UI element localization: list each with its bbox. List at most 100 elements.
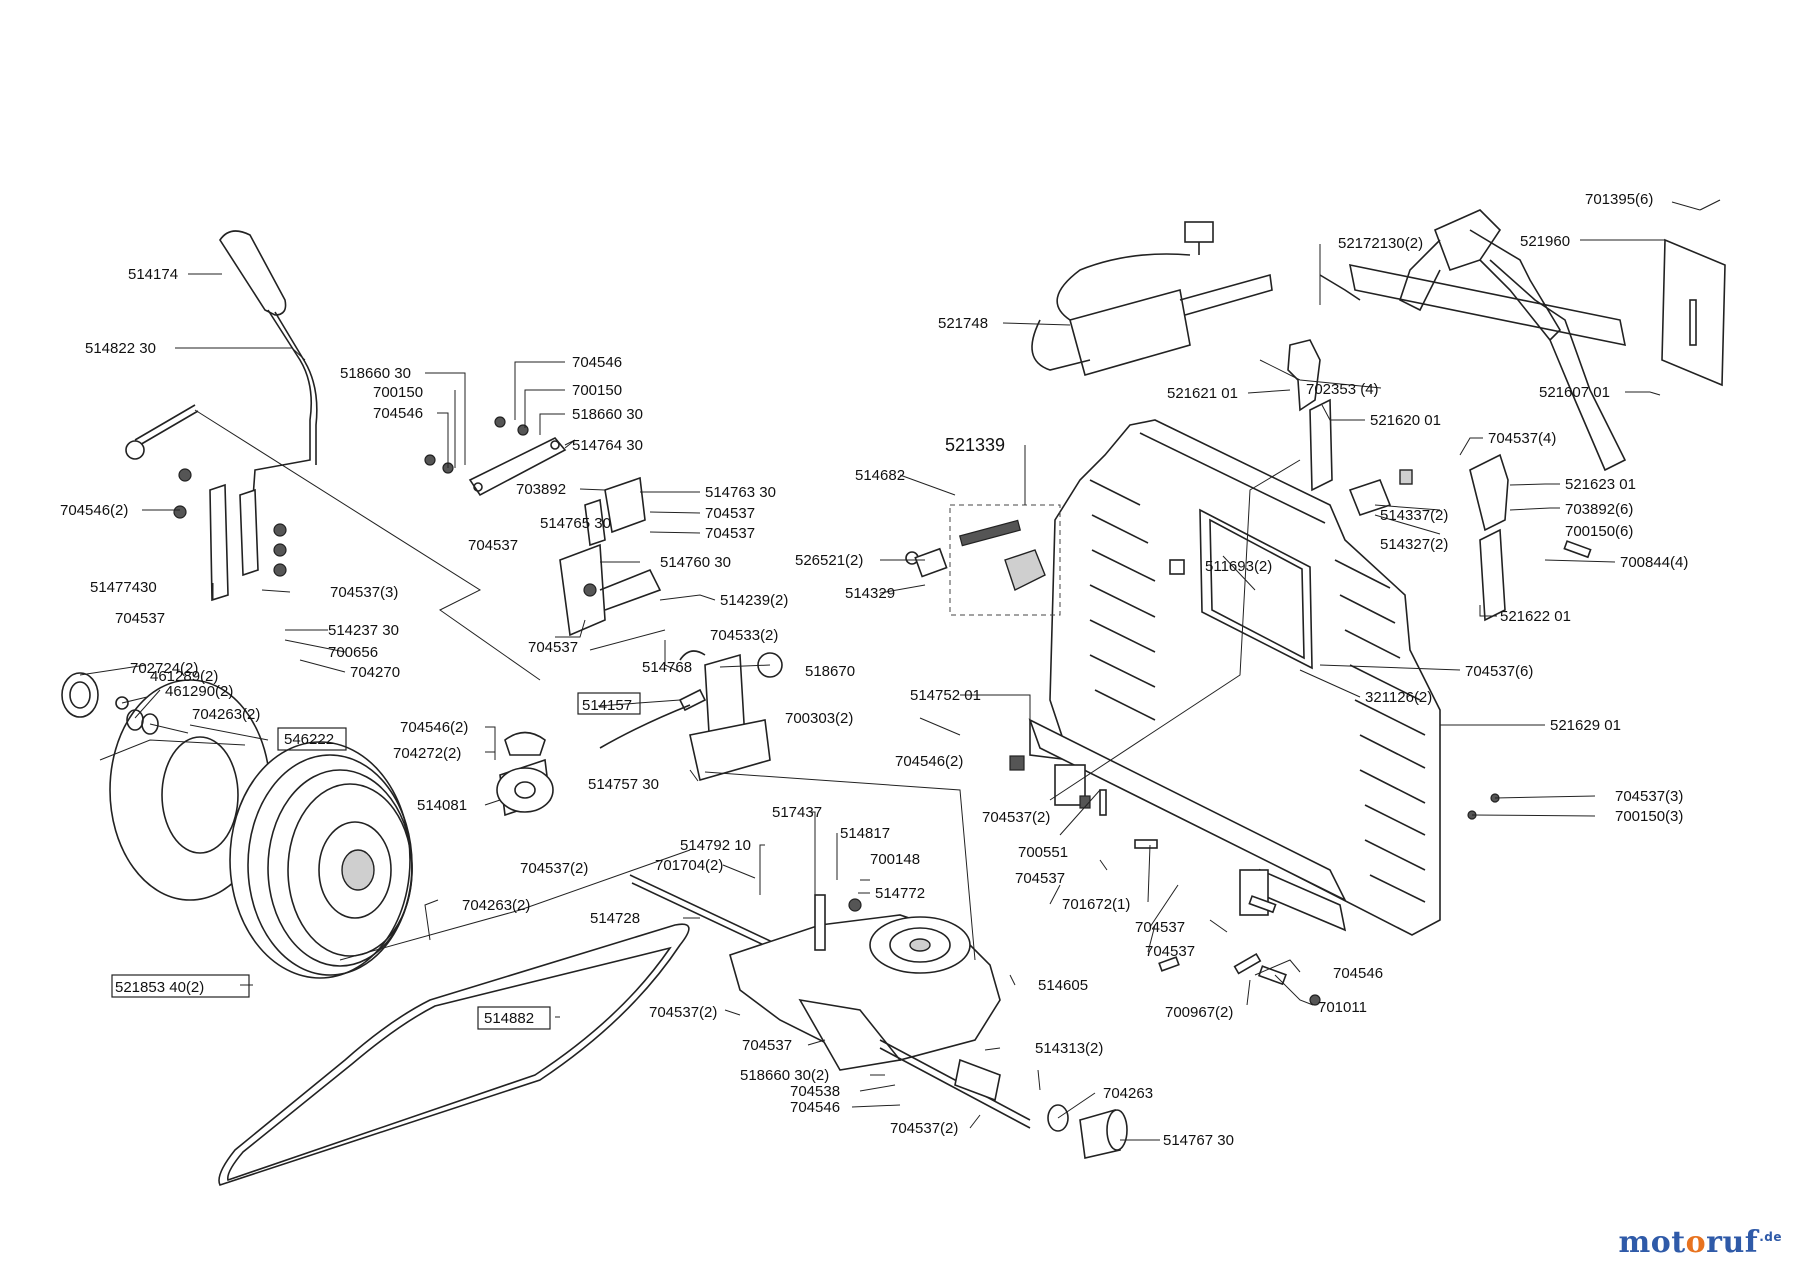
- part-label: 514763 30: [705, 484, 776, 501]
- part-label: 526521(2): [795, 552, 863, 569]
- part-label: 514237 30: [328, 622, 399, 639]
- part-label: 517437: [772, 804, 822, 821]
- part-label: 514157: [582, 697, 632, 714]
- part-label: 700150(3): [1615, 808, 1683, 825]
- side-brackets: [1287, 339, 1509, 622]
- part-label: 514882: [484, 1010, 534, 1027]
- part-label: 514728: [590, 910, 640, 927]
- part-label: 704537: [705, 505, 755, 522]
- part-label: 521748: [938, 315, 988, 332]
- part-label: 51477430: [90, 579, 157, 596]
- boxed-label-frames: [111, 692, 641, 1030]
- part-label: 704546: [572, 354, 622, 371]
- part-label: 521620 01: [1370, 412, 1441, 429]
- part-label: 704546(2): [400, 719, 468, 736]
- part-label: 514817: [840, 825, 890, 842]
- part-label: 704537(2): [982, 809, 1050, 826]
- part-label: 700150: [572, 382, 622, 399]
- part-label: 704546: [1333, 965, 1383, 982]
- bearing-bracket: [496, 731, 554, 817]
- part-label: 700551: [1018, 844, 1068, 861]
- part-label: 700844(4): [1620, 554, 1688, 571]
- part-label: 514772: [875, 885, 925, 902]
- part-label: 52172130(2): [1338, 235, 1423, 252]
- part-label: 521853 40(2): [115, 979, 204, 996]
- seat-switch: [1348, 469, 1413, 516]
- part-label: 518660 30: [340, 365, 411, 382]
- part-label: 704537: [1015, 870, 1065, 887]
- shift-lever: [173, 230, 318, 602]
- bushing: [1047, 1104, 1128, 1159]
- kit-label: 521339: [945, 435, 1005, 455]
- part-label: 704537(4): [1488, 430, 1556, 447]
- bottom-rail: [1028, 718, 1347, 932]
- part-label: 700967(2): [1165, 1004, 1233, 1021]
- spring-cable: [599, 688, 707, 749]
- motoruf-logo: motoruf.de: [1618, 1225, 1782, 1260]
- part-label: 704270: [350, 664, 400, 681]
- wheel: [229, 741, 413, 979]
- part-label: 514760 30: [660, 554, 731, 571]
- part-label: 521623 01: [1565, 476, 1636, 493]
- part-label: 704537(2): [649, 1004, 717, 1021]
- part-label: 703892: [516, 481, 566, 498]
- part-label: 514752 01: [910, 687, 981, 704]
- part-label: 521607 01: [1539, 384, 1610, 401]
- part-label: 521960: [1520, 233, 1570, 250]
- part-label: 518670: [805, 663, 855, 680]
- part-label: 514765 30: [540, 515, 611, 532]
- part-label: 704546(2): [60, 502, 128, 519]
- part-label: 461290(2): [165, 683, 233, 700]
- part-label: 700150: [373, 384, 423, 401]
- part-label: 704537: [115, 610, 165, 627]
- part-label: 702724(2): [130, 660, 198, 677]
- part-label: 700148: [870, 851, 920, 868]
- part-label: 704263: [1103, 1085, 1153, 1102]
- part-label: 704538: [790, 1083, 840, 1100]
- kit-521339-box: [905, 504, 1061, 616]
- part-label: 704537(6): [1465, 663, 1533, 680]
- part-label: 704546: [790, 1099, 840, 1116]
- part-label: 321126(2): [1365, 689, 1432, 706]
- part-label: 514767 30: [1163, 1132, 1234, 1149]
- part-label: 704263(2): [462, 897, 530, 914]
- part-label: 514081: [417, 797, 467, 814]
- part-label: 700150(6): [1565, 523, 1633, 540]
- part-label: 701011: [1318, 999, 1367, 1016]
- link-plate: [424, 416, 567, 497]
- part-label: 514337(2): [1380, 507, 1448, 524]
- part-label: 704537: [468, 537, 518, 554]
- part-label: 704537: [742, 1037, 792, 1054]
- rear-fender-plate: [1029, 419, 1441, 936]
- part-label: 521621 01: [1167, 385, 1238, 402]
- part-label: 514792 10: [680, 837, 751, 854]
- part-label: 704537: [528, 639, 578, 656]
- part-label: 514329: [845, 585, 895, 602]
- reference-lines: [99, 409, 1301, 961]
- part-label: 704537(2): [520, 860, 588, 877]
- part-label: 514764 30: [572, 437, 643, 454]
- fasteners: [1009, 540, 1592, 1006]
- part-label: 514757 30: [588, 776, 659, 793]
- part-label: 514822 30: [85, 340, 156, 357]
- part-label: 518660 30: [572, 406, 643, 423]
- part-label: 704533(2): [710, 627, 778, 644]
- mount-plate: [1661, 199, 1726, 387]
- part-label: 702353 (4): [1306, 381, 1379, 398]
- part-label: 704537(2): [890, 1120, 958, 1137]
- part-label: 704537: [1135, 919, 1185, 936]
- part-label: 704546: [373, 405, 423, 422]
- bracket-assembly: [559, 476, 662, 637]
- part-label: 514313(2): [1035, 1040, 1103, 1057]
- part-label: 514768: [642, 659, 692, 676]
- part-label: 701672(1): [1062, 896, 1130, 913]
- part-label: 704263(2): [192, 706, 260, 723]
- part-label: 518660 30(2): [740, 1067, 829, 1084]
- part-label: 514605: [1038, 977, 1088, 994]
- part-label: 704537: [705, 525, 755, 542]
- part-label: 704537(3): [330, 584, 398, 601]
- part-label: 704537(3): [1615, 788, 1683, 805]
- part-label: 701704(2): [655, 857, 723, 874]
- part-label: 521629 01: [1550, 717, 1621, 734]
